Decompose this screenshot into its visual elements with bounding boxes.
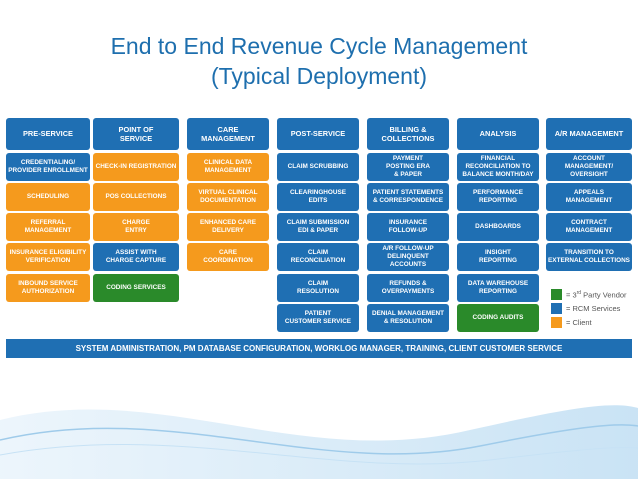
- column-header-post-service: POST-SERVICE: [277, 118, 359, 150]
- process-box-pre-service: SCHEDULING: [6, 183, 90, 211]
- process-box-point-of-service: POS COLLECTIONS: [93, 183, 179, 211]
- column-header-analysis: ANALYSIS: [457, 118, 539, 150]
- legend-swatch-vendor: [551, 289, 562, 300]
- process-box-pre-service: CREDENTIALING/PROVIDER ENROLLMENT: [6, 153, 90, 181]
- page-title-line1: End to End Revenue Cycle Management: [110, 33, 528, 59]
- legend-label-client: = Client: [566, 318, 592, 327]
- process-box-billing-collections: DENIAL MANAGEMENT& RESOLUTION: [367, 304, 449, 332]
- process-box-billing-collections: PATIENT STATEMENTS& CORRESPONDENCE: [367, 183, 449, 211]
- process-box-post-service: CLAIM SCRUBBING: [277, 153, 359, 181]
- process-box-billing-collections: REFUNDS &OVERPAYMENTS: [367, 274, 449, 302]
- page-title-line2: (Typical Deployment): [210, 63, 428, 89]
- system-administration-bar: SYSTEM ADMINISTRATION, PM DATABASE CONFI…: [6, 339, 632, 358]
- process-box-point-of-service: CHECK-IN REGISTRATION: [93, 153, 179, 181]
- column-header-pre-service: PRE-SERVICE: [6, 118, 90, 150]
- legend-swatch-rcm: [551, 303, 562, 314]
- process-box-analysis: CODING AUDITS: [457, 304, 539, 332]
- column-header-a-r-management: A/R MANAGEMENT: [546, 118, 632, 150]
- decorative-wave: [0, 405, 638, 479]
- legend-swatch-client: [551, 317, 562, 328]
- legend-label-vendor: = 3rd Party Vendor: [566, 290, 627, 300]
- column-header-billing-collections: BILLING &COLLECTIONS: [367, 118, 449, 150]
- process-box-point-of-service: CODING SERVICES: [93, 274, 179, 302]
- process-box-analysis: DASHBOARDS: [457, 213, 539, 241]
- legend-label-rcm: = RCM Services: [566, 304, 621, 313]
